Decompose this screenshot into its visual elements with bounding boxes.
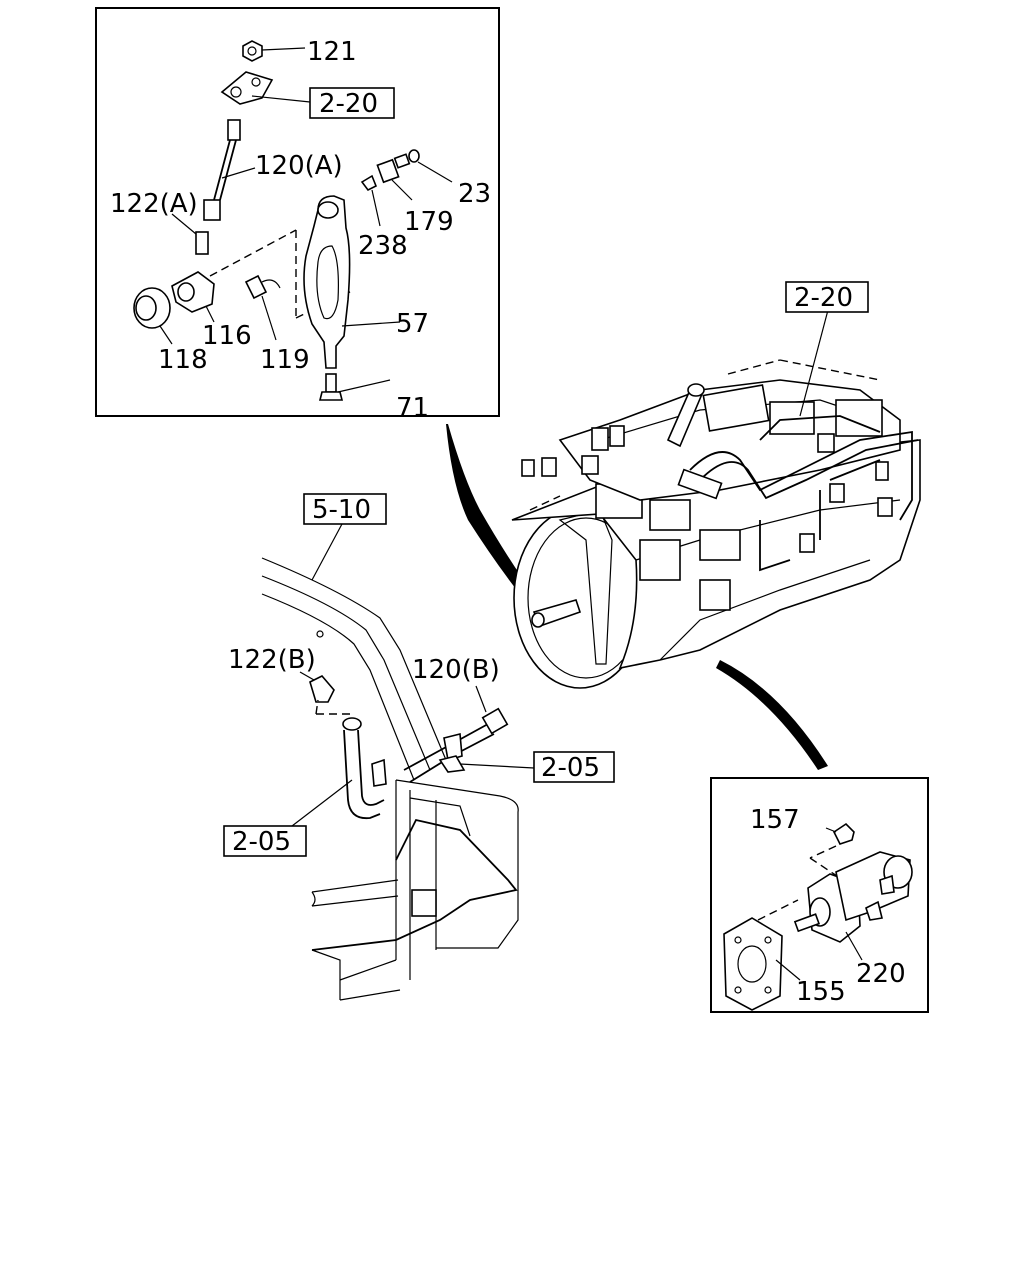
part-122a-fitting — [171, 213, 209, 255]
callout-120b: 120(B) — [412, 655, 500, 685]
part-155-gasket — [723, 917, 801, 1011]
callout-5-10: 5-10 — [312, 495, 371, 525]
callout-2-05-left: 2-05 — [232, 827, 291, 857]
part-23-washer — [408, 149, 453, 183]
callout-122a: 122(A) — [110, 189, 198, 219]
part-116-sleeve — [171, 229, 297, 323]
ref-box-5-10 — [303, 493, 387, 525]
part-pipe-elbow — [291, 717, 387, 827]
callout-57: 57 — [396, 309, 429, 339]
callout-120a: 120(A) — [255, 151, 343, 181]
callout-23: 23 — [458, 179, 491, 209]
part-122b-fitting — [299, 671, 335, 703]
part-220-cylinder — [793, 851, 913, 961]
pointer-arrow-bottom — [716, 660, 828, 770]
callout-119: 119 — [260, 345, 310, 375]
callout-220: 220 — [856, 959, 906, 989]
callout-118: 118 — [158, 345, 208, 375]
part-119-clip — [244, 274, 281, 341]
part-179-fitting — [376, 153, 413, 201]
callout-116: 116 — [202, 321, 252, 351]
ref-box-2-20-main — [785, 281, 869, 313]
part-bracket-plate — [220, 71, 311, 105]
callout-238: 238 — [358, 231, 408, 261]
part-157-bolt — [825, 822, 855, 845]
clutch-release-inset: 121 2-20 120(A) 122(A) 23 179 238 57 116… — [95, 7, 500, 423]
top-cover — [558, 379, 901, 501]
cylinder-inset: 157 155 220 — [710, 777, 929, 1013]
chassis-frame — [261, 557, 519, 1001]
part-238-nipple — [360, 174, 381, 227]
callout-2-20-main: 2-20 — [794, 283, 853, 313]
part-120b-hose — [403, 685, 509, 783]
transmission-assembly — [511, 309, 921, 689]
callout-2-05-right: 2-05 — [541, 753, 600, 783]
ref-box-2-20-inset — [309, 87, 395, 119]
inset-frame — [95, 7, 500, 417]
part-57-release-fork — [303, 195, 401, 369]
part-118-bearing — [133, 287, 173, 345]
callout-155: 155 — [796, 977, 846, 1007]
callout-122b: 122(B) — [228, 645, 316, 675]
frame-bracket — [411, 889, 437, 917]
part-121-nut — [242, 40, 306, 62]
callout-121: 121 — [307, 37, 357, 67]
part-120a-hose — [203, 119, 256, 221]
callout-2-20-inset: 2-20 — [319, 89, 378, 119]
callout-179: 179 — [404, 207, 454, 237]
ref-box-2-05-right — [533, 751, 615, 783]
callout-157: 157 — [750, 805, 800, 835]
callout-71: 71 — [396, 393, 429, 423]
ref-box-2-05-left — [223, 825, 307, 857]
part-71-bolt — [318, 373, 391, 401]
